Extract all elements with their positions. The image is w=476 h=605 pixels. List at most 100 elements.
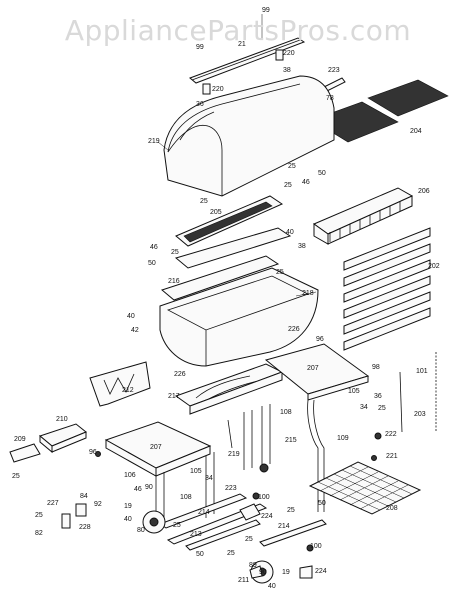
part-number-label: 98 <box>372 364 380 371</box>
part-number-label: 221 <box>386 453 398 460</box>
part-number-label: 214 <box>278 523 290 530</box>
part-number-label: 34 <box>360 404 368 411</box>
part-hardware <box>61 432 382 579</box>
watermark-logo: AppliancePartsPros.com <box>64 14 412 47</box>
part-number-label: 38 <box>283 67 291 74</box>
part-number-label: 96 <box>316 336 324 343</box>
part-number-label: 210 <box>56 416 68 423</box>
part-bracket-220-top <box>275 49 284 61</box>
part-side-shelf-left <box>104 421 212 477</box>
part-number-label: 212 <box>122 387 134 394</box>
part-number-label: 228 <box>79 524 91 531</box>
part-number-label: 90 <box>145 484 153 491</box>
part-number-label: 219 <box>148 138 160 145</box>
part-number-label: 100 <box>310 543 322 550</box>
part-number-label: 108 <box>280 409 292 416</box>
part-number-label: 219 <box>228 451 240 458</box>
part-number-label: 36 <box>196 101 204 108</box>
part-number-label: 25 <box>378 405 386 412</box>
part-heat-tents <box>160 227 292 301</box>
part-number-label: 25 <box>287 507 295 514</box>
part-number-label: 203 <box>414 411 426 418</box>
part-number-label: 209 <box>14 436 26 443</box>
part-number-label: 101 <box>416 368 428 375</box>
part-number-label: 211 <box>238 577 249 584</box>
part-number-label: 80 <box>137 527 145 534</box>
part-number-label: 105 <box>190 468 202 475</box>
part-number-label: 40 <box>124 516 132 523</box>
part-number-label: 25 <box>12 473 20 480</box>
part-burner-shield <box>89 361 151 407</box>
part-number-label: 109 <box>337 435 349 442</box>
part-cooking-grate-right <box>367 79 449 117</box>
part-number-label: 38 <box>298 243 306 250</box>
part-number-label: 36 <box>374 393 382 400</box>
part-number-label: 223 <box>328 67 340 74</box>
part-number-label: 25 <box>227 550 235 557</box>
part-number-label: 82 <box>35 530 43 537</box>
part-number-label: 34 <box>205 475 213 482</box>
part-number-label: 50 <box>196 551 204 558</box>
part-number-label: 21 <box>238 41 246 48</box>
part-number-label: 214 <box>198 509 210 516</box>
part-number-label: 227 <box>47 500 59 507</box>
part-number-label: 19 <box>282 569 290 576</box>
part-number-label: 25 <box>173 522 181 529</box>
part-number-label: 226 <box>174 371 186 378</box>
part-number-label: 40 <box>127 313 135 320</box>
part-firebox <box>159 267 319 367</box>
part-bottom-rails <box>158 493 327 551</box>
part-number-label: 46 <box>150 244 158 251</box>
part-number-label: 205 <box>210 209 222 216</box>
part-number-label: 216 <box>168 278 180 285</box>
part-support-rod <box>399 352 437 433</box>
part-number-label: 46 <box>134 486 142 493</box>
part-number-label: 50 <box>148 260 156 267</box>
part-number-label: 224 <box>315 568 327 575</box>
part-number-label: 218 <box>302 290 314 297</box>
part-number-label: 19 <box>124 503 132 510</box>
part-handle-bar <box>189 14 306 84</box>
part-number-label: 207 <box>150 444 162 451</box>
part-number-label: 99 <box>262 7 270 14</box>
part-number-label: 220 <box>283 50 295 57</box>
part-number-label: 25 <box>200 198 208 205</box>
part-briquette-grate <box>175 195 284 247</box>
part-number-label: 202 <box>428 263 440 270</box>
part-number-label: 46 <box>302 179 310 186</box>
part-number-label: 217 <box>168 393 180 400</box>
part-wheel-left <box>142 510 166 534</box>
part-bracket-220-left <box>202 83 211 95</box>
part-number-label: 208 <box>386 505 398 512</box>
part-number-label: 92 <box>94 501 102 508</box>
part-bottom-shelf-grid <box>308 461 422 515</box>
part-number-label: 106 <box>124 472 136 479</box>
part-number-label: 100 <box>258 494 270 501</box>
part-grease-tray <box>38 423 87 454</box>
part-burner <box>174 363 284 415</box>
part-number-label: 213 <box>190 531 202 538</box>
part-number-label: 25 <box>284 182 292 189</box>
part-number-label: 226 <box>288 326 300 333</box>
part-number-label: 223 <box>225 485 237 492</box>
part-number-label: 42 <box>131 327 139 334</box>
part-number-label: 50 <box>318 500 326 507</box>
part-number-label: 89 <box>249 562 257 569</box>
part-number-label: 206 <box>418 188 430 195</box>
part-number-label: 105 <box>348 388 360 395</box>
part-warming-basket <box>312 187 414 245</box>
part-number-label: 25 <box>288 163 296 170</box>
part-number-label: 96 <box>89 449 97 456</box>
part-number-label: 108 <box>180 494 192 501</box>
part-number-label: 207 <box>307 365 319 372</box>
part-lid <box>157 75 335 197</box>
part-number-label: 25 <box>245 536 253 543</box>
part-number-label: 215 <box>285 437 297 444</box>
part-number-label: 25 <box>171 249 179 256</box>
part-number-label: 220 <box>212 86 224 93</box>
part-number-label: 84 <box>80 493 88 500</box>
part-drip-pan <box>9 443 41 463</box>
part-number-label: 40 <box>286 229 294 236</box>
